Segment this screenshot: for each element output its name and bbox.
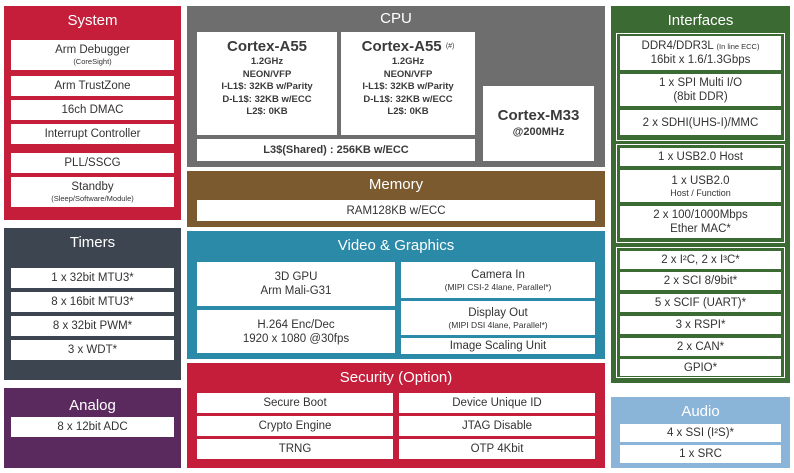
security-item-secure-boot: Secure Boot xyxy=(197,393,393,413)
system-item-trustzone: Arm TrustZone xyxy=(11,76,174,96)
system-item-arm-debugger: Arm Debugger (CoreSight) xyxy=(11,40,174,70)
system-item-dmac: 16ch DMAC xyxy=(11,100,174,120)
memory-item-ram: RAM128KB w/ECC xyxy=(197,200,595,221)
interfaces-item-spi: 1 x SPI Multi I/O (8bit DDR) xyxy=(620,74,781,106)
video-graphics-block: Video & Graphics 3D GPU Arm Mali-G31 H.2… xyxy=(187,231,605,359)
system-item-interrupt-controller: Interrupt Controller xyxy=(11,124,174,144)
cpu-l3-cache: L3$(Shared) : 256KB w/ECC xyxy=(197,139,475,161)
interfaces-item-ether: 2 x 100/1000Mbps Ether MAC* xyxy=(620,206,781,238)
interfaces-item-can: 2 x CAN* xyxy=(620,338,781,356)
interfaces-item-ddr: DDR4/DDR3L (In line ECC) 16bit x 1.6/1.3… xyxy=(620,36,781,70)
audio-item-src: 1 x SRC xyxy=(620,445,781,463)
security-block: Security (Option) Secure Boot Device Uni… xyxy=(187,363,605,468)
interfaces-item-usb-function: 1 x USB2.0 Host / Function xyxy=(620,170,781,202)
audio-item-ssi: 4 x SSI (I²S)* xyxy=(620,424,781,442)
security-item-crypto-engine: Crypto Engine xyxy=(197,416,393,436)
video-item-gpu: 3D GPU Arm Mali-G31 xyxy=(197,262,395,306)
security-title: Security (Option) xyxy=(339,369,453,386)
system-item-pll-sscg: PLL/SSCG xyxy=(11,153,174,173)
cpu-core-a55-2: Cortex-A55 (#) 1.2GHz NEON/VFP I-L1$: 32… xyxy=(341,32,475,135)
cpu-core-m33-freq: @200MHz xyxy=(512,126,565,138)
interfaces-item-usb-host: 1 x USB2.0 Host xyxy=(620,148,781,166)
system-block: System Arm Debugger (CoreSight) Arm Trus… xyxy=(4,6,181,220)
system-item-standby: Standby (Sleep/Software/Module) xyxy=(11,177,174,207)
audio-title: Audio xyxy=(681,403,720,420)
analog-item-adc: 8 x 12bit ADC xyxy=(11,417,174,437)
cpu-title: CPU xyxy=(380,10,412,27)
interfaces-item-i2c-i3c: 2 x I²C, 2 x I³C* xyxy=(620,251,781,269)
cpu-core-a55-2-name: Cortex-A55 xyxy=(361,38,442,55)
security-item-otp: OTP 4Kbit xyxy=(399,439,595,459)
video-title: Video & Graphics xyxy=(337,237,455,254)
analog-title: Analog xyxy=(69,397,116,414)
timers-item-mtu3-16: 8 x 16bit MTU3* xyxy=(11,292,174,312)
cpu-core-a55-2-hash: (#) xyxy=(445,43,455,51)
interfaces-block: Interfaces DDR4/DDR3L (In line ECC) 16bi… xyxy=(611,6,790,383)
interfaces-group-serial xyxy=(616,247,785,378)
video-item-camera-in: Camera In (MIPI CSI-2 4lane, Parallel*) xyxy=(401,262,595,298)
interfaces-item-rspi: 3 x RSPI* xyxy=(620,316,781,334)
video-item-codec: H.264 Enc/Dec 1920 x 1080 @30fps xyxy=(197,310,395,353)
interfaces-group-memory xyxy=(616,33,785,141)
interfaces-item-sci: 2 x SCI 8/9bit* xyxy=(620,272,781,290)
video-item-scaling: Image Scaling Unit xyxy=(401,338,595,354)
interfaces-item-sdhi: 2 x SDHI(UHS-I)/MMC xyxy=(620,110,781,135)
interfaces-item-gpio: GPIO* xyxy=(620,359,781,376)
interfaces-group-usb-ether xyxy=(616,144,785,243)
timers-block: Timers 1 x 32bit MTU3* 8 x 16bit MTU3* 8… xyxy=(4,228,181,380)
interfaces-title: Interfaces xyxy=(667,12,734,29)
cpu-core-a55-1: Cortex-A55 1.2GHz NEON/VFP I-L1$: 32KB w… xyxy=(197,32,337,135)
video-item-display-out: Display Out (MIPI DSI 4lane, Parallel*) xyxy=(401,301,595,335)
memory-block: Memory RAM128KB w/ECC xyxy=(187,171,605,227)
security-item-trng: TRNG xyxy=(197,439,393,459)
security-item-jtag-disable: JTAG Disable xyxy=(399,416,595,436)
audio-block: Audio 4 x SSI (I²S)* 1 x SRC xyxy=(611,397,790,468)
cpu-core-m33: Cortex-M33 @200MHz xyxy=(483,86,594,161)
cpu-core-m33-name: Cortex-M33 xyxy=(497,107,580,124)
timers-item-wdt: 3 x WDT* xyxy=(11,340,174,360)
security-item-device-unique-id: Device Unique ID xyxy=(399,393,595,413)
timers-title: Timers xyxy=(69,234,116,251)
analog-block: Analog 8 x 12bit ADC xyxy=(4,388,181,468)
cpu-block: CPU Cortex-A55 1.2GHz NEON/VFP I-L1$: 32… xyxy=(187,6,605,167)
cpu-core-a55-1-name: Cortex-A55 xyxy=(226,38,308,55)
memory-title: Memory xyxy=(368,176,424,193)
timers-item-mtu3-32: 1 x 32bit MTU3* xyxy=(11,268,174,288)
system-title: System xyxy=(67,12,118,29)
interfaces-item-scif: 5 x SCIF (UART)* xyxy=(620,294,781,312)
timers-item-pwm: 8 x 32bit PWM* xyxy=(11,316,174,336)
